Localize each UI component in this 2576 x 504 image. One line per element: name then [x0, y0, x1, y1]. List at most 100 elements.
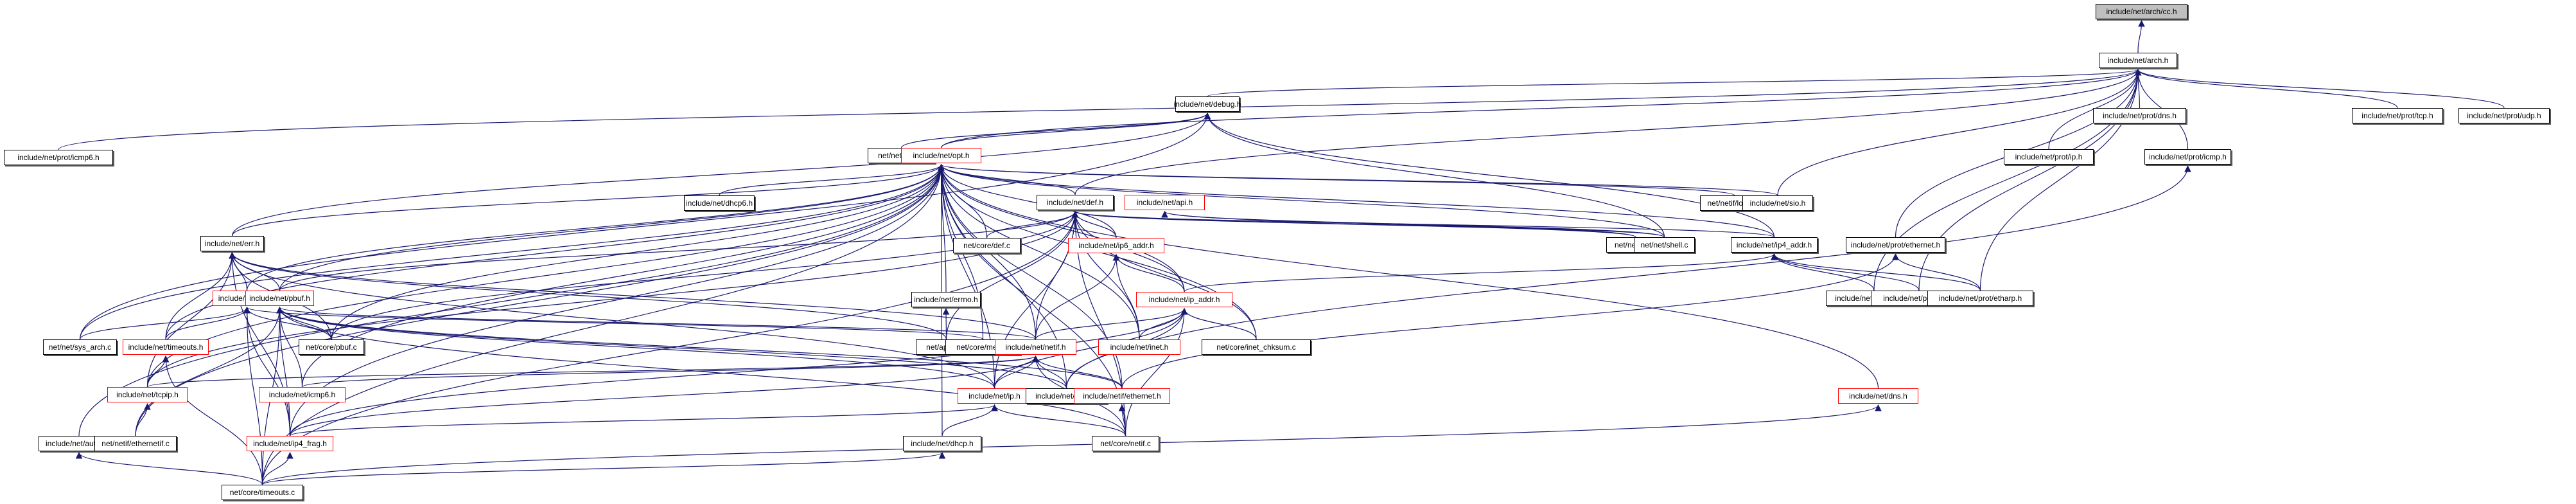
edge-inet-to-def	[1071, 210, 1140, 340]
edge-shell-to-api	[1161, 210, 1665, 238]
graph-node-debug[interactable]: include/net/debug.h	[1174, 96, 1241, 112]
edge-ethernetif-to-opt	[135, 163, 945, 437]
graph-node-shell[interactable]: net/net/shell.c	[1634, 237, 1695, 253]
edge-timeoutsc-to-opt	[261, 163, 945, 485]
graph-node-netif[interactable]: include/net/netif.h	[995, 339, 1076, 355]
graph-node-chksum[interactable]: net/core/inet_chksum.c	[1202, 339, 1311, 355]
edge-icmp6-to-pbuf	[276, 306, 303, 388]
edge-icmp6h_prot-to-arch	[58, 68, 2141, 150]
graph-node-api[interactable]: include/net/api.h	[1125, 195, 1205, 210]
edge-shell-to-def	[1072, 210, 1665, 238]
graph-node-pbufc[interactable]: net/core/pbuf.c	[299, 339, 364, 355]
edge-sysarch-to-debug	[79, 112, 1211, 340]
graph-node-inet[interactable]: include/net/inet.h	[1098, 339, 1180, 355]
graph-node-udp-prot[interactable]: include/net/prot/udp.h	[2458, 108, 2550, 123]
graph-node-icmp6[interactable]: include/net/icmp6.h	[259, 387, 346, 402]
edge-ip4frag-to-sys	[243, 306, 291, 437]
edge-sio-to-arch	[1777, 68, 2142, 196]
edge-ip4frag-to-netif	[289, 355, 1039, 437]
edge-ip4addr-to-debug	[1204, 112, 1775, 238]
edge-ip-to-err	[229, 251, 995, 389]
graph-node-icmp-prot[interactable]: include/net/prot/icmp.h	[2144, 149, 2231, 165]
edge-inet-to-opt	[938, 163, 1140, 340]
edge-netifc-to-ipaddr	[1125, 307, 1188, 437]
edge-timeouts-to-err	[165, 251, 236, 340]
graph-node-icmp6h-prot[interactable]: include/net/prot/icmp6.h	[4, 150, 113, 165]
graph-node-err[interactable]: include/net/err.h	[200, 236, 264, 251]
graph-node-eth-prot[interactable]: include/net/prot/ethernet.h	[1846, 237, 1945, 253]
graph-node-ethernetif[interactable]: net/netif/ethernetif.c	[94, 436, 177, 451]
graph-node-defc[interactable]: net/core/def.c	[953, 238, 1021, 253]
edge-netif_eth-to-eth_prot	[1121, 253, 1899, 389]
edge-err-to-debug	[231, 112, 1211, 237]
edge-err-to-opt	[231, 163, 945, 237]
edge-arp-to-debug	[900, 112, 1211, 148]
graph-node-opt[interactable]: include/net/opt.h	[901, 148, 981, 163]
edge-ethernetif-to-pbuf	[135, 306, 283, 437]
edge-sysarch-to-sys	[79, 306, 250, 340]
edge-netif-to-ipaddr	[1035, 307, 1188, 340]
edge-shell-to-debug	[1204, 112, 1665, 238]
graph-node-arch[interactable]: include/net/arch.h	[2099, 53, 2177, 68]
edge-memc-to-sys	[243, 306, 984, 340]
edge-ip-to-ipaddr	[994, 307, 1188, 389]
edge-inet-to-ip6addr	[1112, 253, 1140, 340]
edge-pbufc-to-opt	[331, 163, 945, 340]
graph-node-timeouts[interactable]: include/net/timeouts.h	[123, 339, 209, 355]
graph-node-def[interactable]: include/net/def.h	[1037, 195, 1114, 210]
edge-ip4frag-to-ip	[289, 404, 998, 437]
graph-node-ip-prot[interactable]: include/net/prot/ip.h	[2004, 149, 2094, 165]
edge-ip4frag-to-err	[229, 251, 291, 437]
edge-pbuf-to-opt	[279, 163, 945, 291]
graph-node-ip4frag[interactable]: include/net/ip4_frag.h	[247, 436, 333, 451]
edge-defc-to-def	[986, 210, 1079, 239]
edge-netifc-to-netif_eth	[1118, 404, 1126, 437]
graph-node-timeoutsc[interactable]: net/core/timeouts.c	[222, 485, 303, 500]
edge-igmp_prot-to-arch	[1873, 68, 2142, 291]
edge-etharp_prot-to-eth_prot	[1892, 253, 1981, 291]
edge-errc-to-def	[945, 210, 1079, 340]
edge-def-to-opt	[938, 163, 1076, 195]
edge-ip4frag-to-opt	[289, 163, 945, 437]
edge-loopif-to-opt	[938, 163, 1735, 196]
graph-node-dns-prot[interactable]: include/net/prot/dns.h	[2093, 108, 2186, 123]
edge-ip-to-pbuf	[276, 306, 995, 389]
edge-netifc-to-opt	[938, 163, 1126, 437]
edge-def-to-arch	[1074, 68, 2142, 195]
graph-node-dhcp[interactable]: include/net/dhcp.h	[903, 436, 981, 451]
graph-node-tcpip[interactable]: include/net/tcpip.h	[107, 387, 188, 402]
edge-pbufc-to-def	[331, 210, 1079, 340]
graph-node-errno[interactable]: include/net/errno.h	[911, 292, 981, 307]
edge-icmp-to-pbuf	[276, 306, 1067, 389]
edge-netif-to-ip6addr	[1035, 253, 1120, 340]
edge-timeoutsc-to-dhcp	[261, 451, 945, 485]
graph-node-netifc[interactable]: net/core/netif.c	[1092, 436, 1159, 451]
edge-sio-to-opt	[938, 163, 1778, 196]
edge-ip4_prot-to-arch	[1918, 68, 2142, 291]
edge-timeoutsc-to-sys	[243, 306, 263, 485]
edge-errc-to-err	[229, 251, 947, 340]
graph-node-dns[interactable]: include/net/dns.h	[1838, 388, 1918, 404]
graph-node-tcp-prot[interactable]: include/net/prot/tcp.h	[2352, 108, 2443, 123]
edge-netifc-to-ip	[991, 404, 1126, 437]
edge-ip4frag-to-ipaddr	[289, 307, 1188, 437]
edge-netifc-to-pbuf	[276, 306, 1126, 437]
graph-node-ip[interactable]: include/net/ip.h	[958, 388, 1031, 404]
edge-ip4_prot-to-ip4addr	[1771, 253, 1920, 291]
graph-node-sysarch[interactable]: net/net/sys_arch.c	[43, 339, 117, 355]
edge-icmp-to-icmp_prot	[1065, 165, 2191, 389]
edge-icmp6-to-netif	[301, 355, 1039, 388]
graph-node-pbuf[interactable]: include/net/pbuf.h	[245, 291, 314, 306]
graph-node-sio[interactable]: include/net/sio.h	[1742, 195, 1813, 211]
edge-shell-to-opt	[938, 163, 1665, 238]
edge-sysarch-to-opt	[79, 163, 945, 340]
graph-node-ipaddr[interactable]: include/net/ip_addr.h	[1136, 292, 1232, 307]
edge-dhcp-to-ip	[942, 404, 998, 437]
graph-node-dhcp6[interactable]: include/net/dhcp6.h	[684, 195, 755, 211]
graph-node-ip4addr[interactable]: include/net/ip4_addr.h	[1731, 237, 1818, 253]
graph-node-ip6addr[interactable]: include/net/ip6_addr.h	[1068, 238, 1164, 253]
graph-node-etharp-prot[interactable]: include/net/prot/etharp.h	[1927, 291, 2033, 306]
edge-opt-to-debug	[940, 112, 1211, 148]
graph-node-netif-eth[interactable]: include/netif/ethernet.h	[1074, 388, 1170, 404]
